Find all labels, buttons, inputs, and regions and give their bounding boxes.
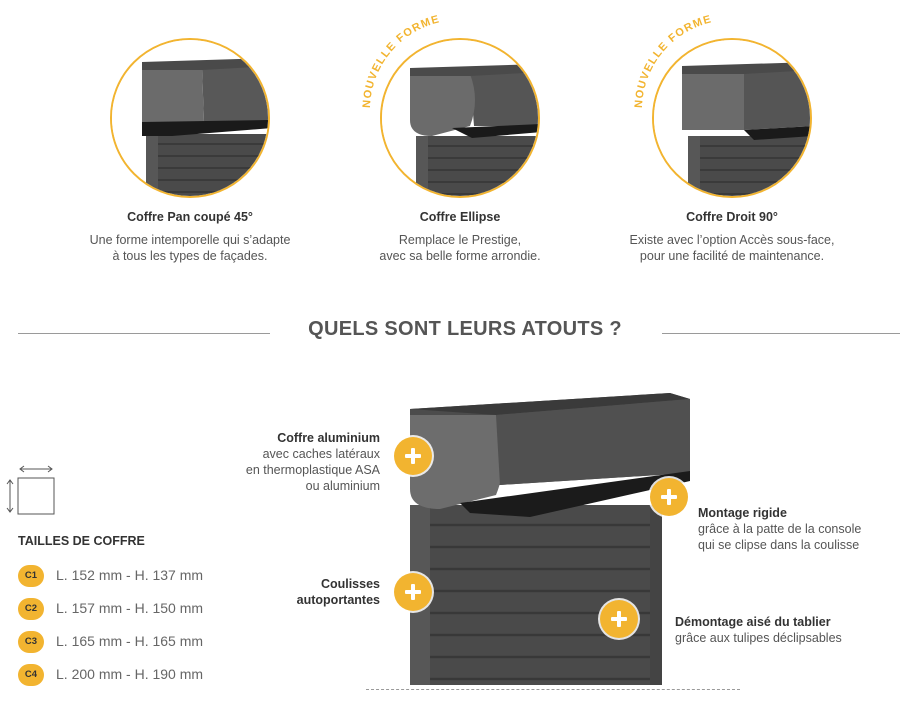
plus-marker-coffre[interactable] [394,437,432,475]
size-code-badge: C3 [18,631,44,653]
callout-title: Coulisses autoportantes [296,577,380,607]
svg-text:NOUVELLE FORME: NOUVELLE FORME [361,13,441,108]
product-description: Existe avec l’option Accès sous-face, po… [629,233,835,263]
callout-title: Démontage aisé du tablier [675,615,831,629]
badge-nouvelle-forme: NOUVELLE FORME [361,13,441,108]
plus-marker-montage[interactable] [650,478,688,516]
product-pan-coupe: Coffre Pan coupé 45° Une forme intempore… [60,0,320,280]
product-description: Remplace le Prestige, avec sa belle form… [379,233,541,263]
divider-left [18,333,270,334]
size-code-badge: C1 [18,565,44,587]
size-label: L. 200 mm - H. 190 mm [56,666,204,682]
product-ellipse: NOUVELLE FORME Coffre Ellipse Remplace l… [330,0,590,280]
plus-marker-coulisses[interactable] [394,573,432,611]
badge-nouvelle-forme: NOUVELLE FORME [633,13,713,108]
callout-description: grâce à la patte de la console qui se cl… [698,522,862,552]
sizes-title: TAILLES DE COFFRE [18,534,145,548]
callout-description: grâce aux tulipes déclipsables [675,631,842,645]
callout-montage-rigide: Montage rigide grâce à la patte de la co… [698,505,861,553]
callout-demontage: Démontage aisé du tablier grâce aux tuli… [675,614,842,646]
product-name: Coffre Pan coupé 45° [127,210,253,224]
product-droit-90: NOUVELLE FORME Coffre Droit 90° Existe a… [602,0,862,280]
product-image [380,38,540,198]
divider-right [662,333,900,334]
plus-marker-demontage[interactable] [600,600,638,638]
coffre-illustration [410,393,690,685]
size-code-badge: C4 [18,664,44,686]
callout-title: Montage rigide [698,506,787,520]
product-description: Une forme intemporelle qui s’adapte à to… [89,233,291,263]
svg-text:NOUVELLE FORME: NOUVELLE FORME [633,13,713,108]
size-code-badge: C2 [18,598,44,620]
section-title: QUELS SONT LEURS ATOUTS ? [308,318,622,340]
product-image [652,38,812,198]
dotted-divider [366,689,740,690]
dimensions-icon [6,465,55,515]
size-label: L. 165 mm - H. 165 mm [56,633,204,649]
size-label: L. 152 mm - H. 137 mm [56,567,204,583]
product-name: Coffre Ellipse [419,210,501,224]
product-name: Coffre Droit 90° [686,210,778,224]
callout-title: Coffre aluminium [277,431,380,445]
callout-description: avec caches latéraux en thermoplastique … [245,447,380,493]
product-image [110,38,270,198]
callout-coffre-aluminium: Coffre aluminium avec caches latéraux en… [246,430,380,494]
size-label: L. 157 mm - H. 150 mm [56,600,204,616]
callout-coulisses: Coulisses autoportantes [297,576,380,608]
